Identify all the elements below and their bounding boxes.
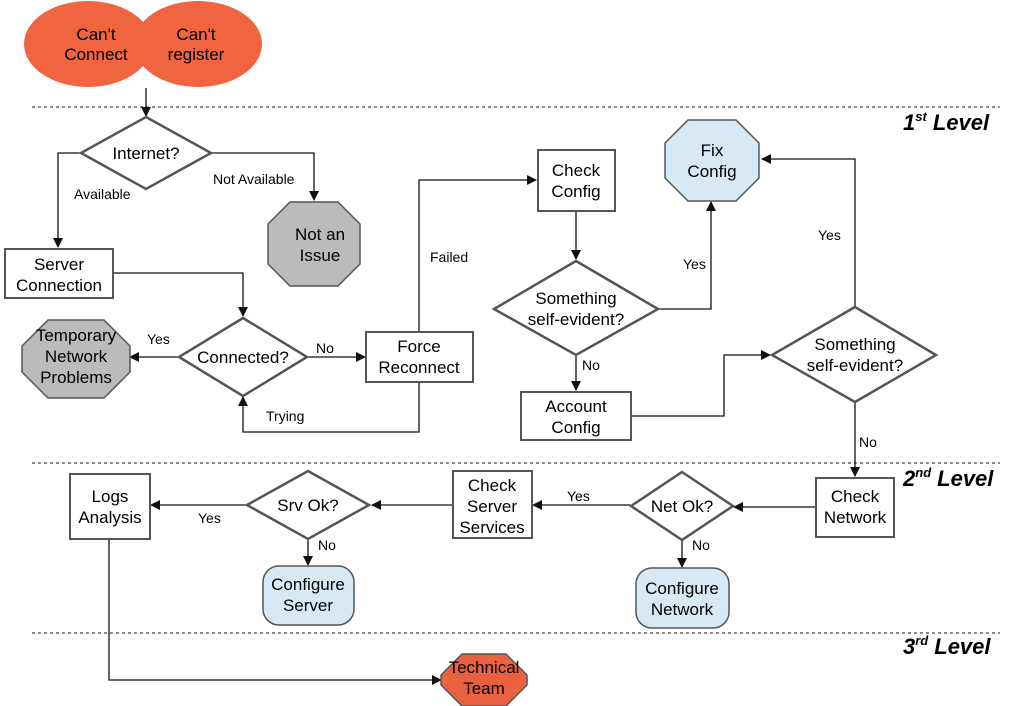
svg-text:Connected?: Connected? xyxy=(197,348,289,367)
svg-text:Check: Check xyxy=(468,476,517,495)
edge-label-failed: Failed xyxy=(430,249,468,265)
check-network-node: Check Network xyxy=(815,477,895,538)
svg-text:Server: Server xyxy=(283,596,333,615)
svg-text:Configure: Configure xyxy=(645,579,719,598)
logs-analysis-node: Logs Analysis xyxy=(69,473,151,540)
svg-text:self-evident?: self-evident? xyxy=(528,310,624,329)
svg-text:Configure: Configure xyxy=(271,575,345,594)
edge-label-yes-net: Yes xyxy=(567,488,590,504)
svg-text:Connect: Connect xyxy=(64,45,128,64)
edge-reconnect-trying xyxy=(238,383,420,433)
edge-label-yes-fix1: Yes xyxy=(683,256,706,272)
temporary-network-problems-node: Temporary Network Problems xyxy=(21,319,131,399)
svg-text:Network: Network xyxy=(651,600,714,619)
svg-text:Net Ok?: Net Ok? xyxy=(651,497,713,516)
edge-label-trying: Trying xyxy=(266,408,304,424)
svg-text:Internet?: Internet? xyxy=(112,144,179,163)
svg-text:Account: Account xyxy=(545,397,607,416)
edge-label-not-available: Not Available xyxy=(213,171,295,187)
svg-text:Fix: Fix xyxy=(701,141,724,160)
svg-text:Server: Server xyxy=(467,497,517,516)
edge-label-no-srv: No xyxy=(318,537,336,553)
edge-label-available: Available xyxy=(74,186,131,202)
svg-text:Network: Network xyxy=(45,347,108,366)
svg-text:Not an: Not an xyxy=(295,225,345,244)
svg-text:Issue: Issue xyxy=(300,246,341,265)
svg-text:Check: Check xyxy=(552,161,601,180)
svg-text:Problems: Problems xyxy=(40,368,112,387)
something-self-evident-decision-2: Something self-evident? xyxy=(769,305,939,404)
svg-text:Something: Something xyxy=(535,289,616,308)
not-an-issue-node: Not an Issue xyxy=(267,201,361,287)
svg-text:Reconnect: Reconnect xyxy=(378,358,460,377)
svg-text:register: register xyxy=(168,45,225,64)
svg-text:Force: Force xyxy=(397,337,440,356)
edge-account-to-something2 xyxy=(632,350,771,417)
edge-internet-available xyxy=(53,152,80,248)
net-ok-decision: Net Ok? xyxy=(628,470,736,542)
edge-something2-yes xyxy=(761,154,856,306)
svg-text:Services: Services xyxy=(459,518,524,537)
connected-decision: Connected? xyxy=(176,316,310,398)
svg-text:Can't: Can't xyxy=(176,25,215,44)
server-connection-node: Server Connection xyxy=(4,248,114,299)
svg-text:Config: Config xyxy=(551,182,600,201)
edge-something1-yes xyxy=(656,201,716,310)
svg-text:Config: Config xyxy=(551,418,600,437)
edge-label-no-net: No xyxy=(692,537,710,553)
check-server-services-node: Check Server Services xyxy=(452,470,533,539)
check-config-node: Check Config xyxy=(537,149,616,212)
svg-text:Logs: Logs xyxy=(92,487,129,506)
svg-text:Can't: Can't xyxy=(76,25,115,44)
edge-label-no-something1: No xyxy=(582,357,600,373)
svg-text:self-evident?: self-evident? xyxy=(807,356,903,375)
technical-team-node: Technical Team xyxy=(440,653,528,706)
edge-internet-not-available xyxy=(210,152,319,201)
svg-text:Technical: Technical xyxy=(449,658,520,677)
edge-label-no-connected: No xyxy=(316,340,334,356)
edge-label-yes-temporary: Yes xyxy=(147,331,170,347)
svg-text:Analysis: Analysis xyxy=(78,508,141,527)
svg-text:Network: Network xyxy=(824,508,887,527)
svg-text:Check: Check xyxy=(831,487,880,506)
edge-logs-to-technical xyxy=(108,540,442,685)
start-cant-register: Can't register xyxy=(134,1,262,87)
edge-server-to-connected xyxy=(113,272,248,317)
force-reconnect-node: Force Reconnect xyxy=(365,331,474,383)
svg-text:Srv Ok?: Srv Ok? xyxy=(277,496,338,515)
srv-ok-decision: Srv Ok? xyxy=(244,469,372,541)
something-self-evident-decision-1: Something self-evident? xyxy=(491,259,661,357)
svg-text:Something: Something xyxy=(814,335,895,354)
configure-network-node: Configure Network xyxy=(635,567,730,629)
edges xyxy=(53,88,860,685)
edge-reconnect-failed xyxy=(418,175,537,331)
svg-text:Team: Team xyxy=(463,679,505,698)
edge-label-yes-fix2: Yes xyxy=(818,227,841,243)
edge-label-yes-srv: Yes xyxy=(198,510,221,526)
start-cant-connect: Can't Connect xyxy=(24,1,152,87)
svg-text:Server: Server xyxy=(34,255,84,274)
account-config-node: Account Config xyxy=(520,391,632,441)
internet-decision: Internet? xyxy=(78,115,214,191)
fix-config-node: Fix Config xyxy=(664,119,760,202)
svg-text:Connection: Connection xyxy=(16,276,102,295)
edge-label-no-something2: No xyxy=(859,434,877,450)
svg-text:Config: Config xyxy=(687,162,736,181)
configure-server-node: Configure Server xyxy=(262,565,355,626)
svg-text:Temporary: Temporary xyxy=(36,326,117,345)
